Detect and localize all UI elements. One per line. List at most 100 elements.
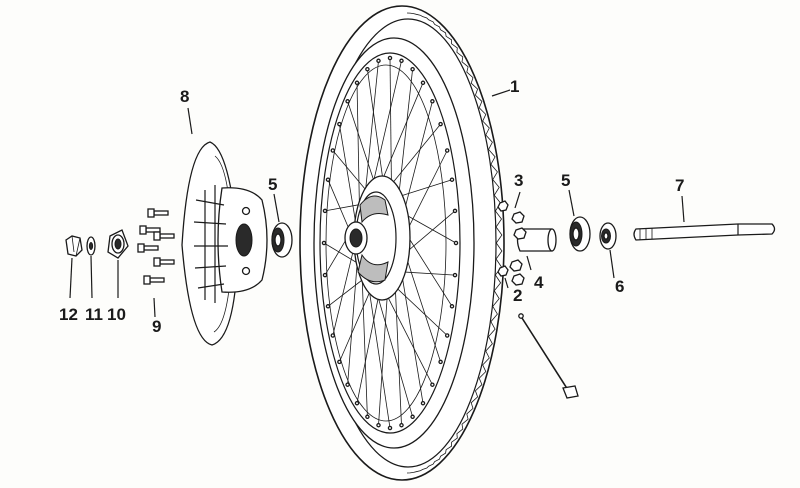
spacer-part-4 [516, 228, 557, 252]
spoke-nipple [453, 240, 459, 246]
spoke-nipple [444, 148, 450, 153]
spoke-nipple [354, 80, 360, 86]
callout-9: 9 [152, 317, 162, 336]
spoke-nipple [399, 58, 404, 64]
spoke [371, 60, 402, 187]
spoke [368, 285, 391, 429]
callout-8: 8 [180, 87, 190, 106]
spoke-nipple [438, 121, 443, 127]
callout-12: 12 [59, 305, 78, 324]
callout-10: 10 [107, 305, 126, 324]
spoke [403, 150, 448, 237]
spoke [403, 248, 441, 363]
spoke-nipple [337, 359, 342, 365]
spoke [403, 229, 453, 307]
spoke-nipple [387, 425, 393, 431]
spoke [376, 291, 413, 417]
brake-disc-part-8 [181, 141, 268, 346]
spoke [356, 82, 360, 210]
spoke [361, 273, 368, 417]
spoke [402, 210, 456, 256]
spoke-nipple [337, 121, 342, 127]
callout-7: 7 [675, 176, 685, 195]
spoke [388, 123, 441, 188]
spoke [378, 289, 389, 426]
spoke [332, 150, 368, 193]
spoke [397, 69, 413, 203]
spoke [323, 242, 360, 265]
spoke-nipple [399, 422, 404, 428]
spoke-nipple [330, 148, 336, 153]
bolt [147, 208, 169, 218]
spoke-nipple [452, 208, 458, 214]
spoke-nipple [345, 99, 350, 104]
spoke-nipple [325, 304, 331, 309]
callout-5-left: 5 [268, 175, 278, 194]
axle-part-7 [633, 223, 776, 241]
washer-part-11 [86, 236, 96, 256]
spoke-nipple [376, 422, 381, 428]
spoke-nipple [449, 177, 455, 182]
wheel-spokes [321, 55, 459, 431]
spoke [356, 291, 380, 404]
wheel-hub [344, 175, 411, 301]
spoke-nipple [365, 66, 370, 72]
spoke [367, 69, 384, 185]
spoke-nipple [410, 414, 415, 420]
spoke-nipple [345, 382, 350, 387]
bolts-part-9 [137, 208, 175, 285]
spoke-nipple [330, 333, 336, 338]
spoke [339, 124, 357, 228]
wheel-part-1 [299, 5, 505, 481]
callout-3: 3 [514, 171, 524, 190]
spoke-nipple [438, 359, 443, 365]
spoke [400, 266, 424, 404]
spoke [347, 257, 358, 385]
callout-4: 4 [534, 273, 544, 292]
spoke [398, 271, 456, 276]
spoke-nipple [452, 272, 458, 278]
spoke-nipple [420, 80, 426, 86]
spoke [347, 101, 376, 186]
spoke-nipple [376, 58, 381, 64]
nuts-part-2 [497, 259, 525, 286]
flange-part-10 [107, 229, 129, 259]
bolt [153, 257, 175, 267]
callout-6: 6 [615, 277, 625, 296]
spoke [332, 239, 357, 336]
spoke [402, 101, 433, 219]
spoke [384, 290, 433, 385]
spoke-nipple [444, 333, 450, 338]
spoke [392, 283, 448, 336]
spoke-rod [518, 313, 579, 399]
callout-1: 1 [510, 77, 520, 96]
spoke [395, 179, 453, 198]
spacer-part-6 [599, 222, 617, 250]
spoke-nipple [325, 177, 331, 182]
bolt [137, 243, 159, 253]
spoke [394, 280, 402, 426]
spoke [339, 288, 372, 363]
callout-2: 2 [513, 286, 523, 305]
bearing-part-5-right [569, 216, 591, 252]
nut-part-12 [65, 235, 83, 257]
leader-lines [69, 89, 685, 318]
bolt [139, 225, 161, 235]
spoke-nipple [322, 208, 328, 214]
bolt [143, 275, 165, 285]
bearing-part-5-left [271, 222, 293, 258]
spoke-nipple [430, 99, 435, 104]
spoke-nipple [321, 240, 327, 246]
spoke [380, 82, 424, 185]
spoke-nipple [354, 400, 360, 406]
spoke-nipple [430, 382, 435, 387]
spoke [327, 278, 365, 307]
nuts-part-3 [497, 200, 527, 240]
spoke-nipple [449, 304, 455, 309]
spoke [389, 57, 392, 191]
spoke-nipple [387, 55, 393, 61]
spoke [364, 60, 379, 196]
spoke-nipple [322, 272, 328, 278]
